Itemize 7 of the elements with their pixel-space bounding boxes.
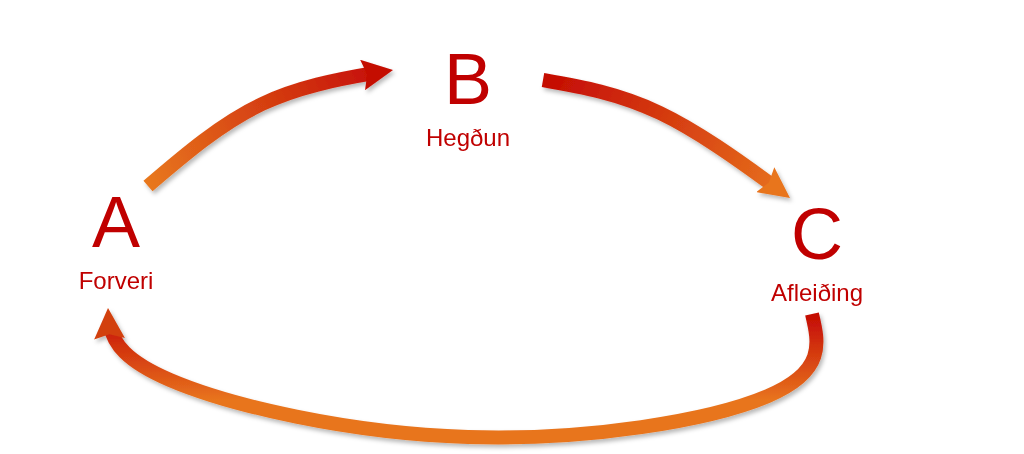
node-letter: C (791, 198, 843, 270)
curved-arrow (143, 59, 395, 192)
node-label: Afleiðing (770, 278, 864, 308)
node-label: Forveri (78, 266, 154, 296)
node-letter: A (92, 186, 140, 258)
node-letter: B (444, 43, 492, 115)
node-label: Hegðun (425, 123, 511, 153)
